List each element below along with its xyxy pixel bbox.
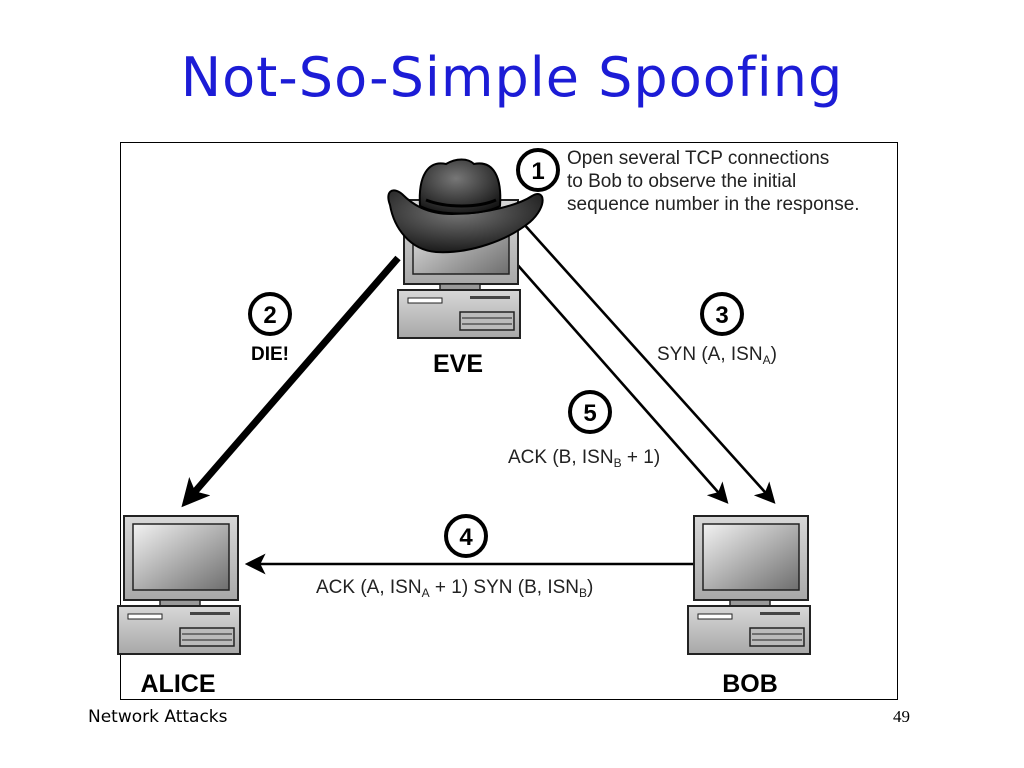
bob-computer-icon bbox=[687, 515, 811, 655]
page-number: 49 bbox=[893, 707, 910, 726]
arrow-syn bbox=[521, 221, 776, 504]
svg-text:2: 2 bbox=[263, 302, 276, 329]
alice-label: ALICE bbox=[141, 670, 216, 698]
svg-text:5: 5 bbox=[583, 400, 596, 427]
alice-computer-icon bbox=[117, 515, 241, 655]
step-1-badge: 1 bbox=[516, 148, 560, 192]
step-3-label: SYN (A, ISNA) bbox=[657, 344, 777, 367]
step-5-badge: 5 bbox=[568, 390, 612, 434]
step-5-label: ACK (B, ISNB + 1) bbox=[508, 447, 660, 470]
step-4-label: ACK (A, ISNA + 1) SYN (B, ISNB) bbox=[316, 577, 593, 600]
svg-text:to Bob to observe the initial: to Bob to observe the initial bbox=[567, 171, 796, 192]
footer-left: Network Attacks bbox=[88, 707, 228, 727]
step-2-label: DIE! bbox=[251, 344, 289, 365]
svg-text:sequence number in the respons: sequence number in the response. bbox=[567, 194, 860, 215]
svg-text:4: 4 bbox=[459, 524, 473, 551]
step-2-badge: 2 bbox=[248, 292, 292, 336]
eve-label: EVE bbox=[433, 350, 483, 378]
hat-icon bbox=[387, 158, 544, 254]
step-3-badge: 3 bbox=[700, 292, 744, 336]
arrow-ack-b bbox=[514, 261, 729, 504]
svg-text:Open several TCP connections: Open several TCP connections bbox=[567, 148, 829, 169]
step-1-description: Open several TCP connections to Bob to o… bbox=[567, 148, 860, 215]
svg-text:3: 3 bbox=[715, 302, 728, 329]
step-4-badge: 4 bbox=[444, 514, 488, 558]
arrow-die bbox=[181, 255, 401, 508]
bob-label: BOB bbox=[722, 670, 778, 698]
slide-title: Not-So-Simple Spoofing bbox=[180, 46, 844, 109]
svg-text:1: 1 bbox=[531, 158, 544, 185]
